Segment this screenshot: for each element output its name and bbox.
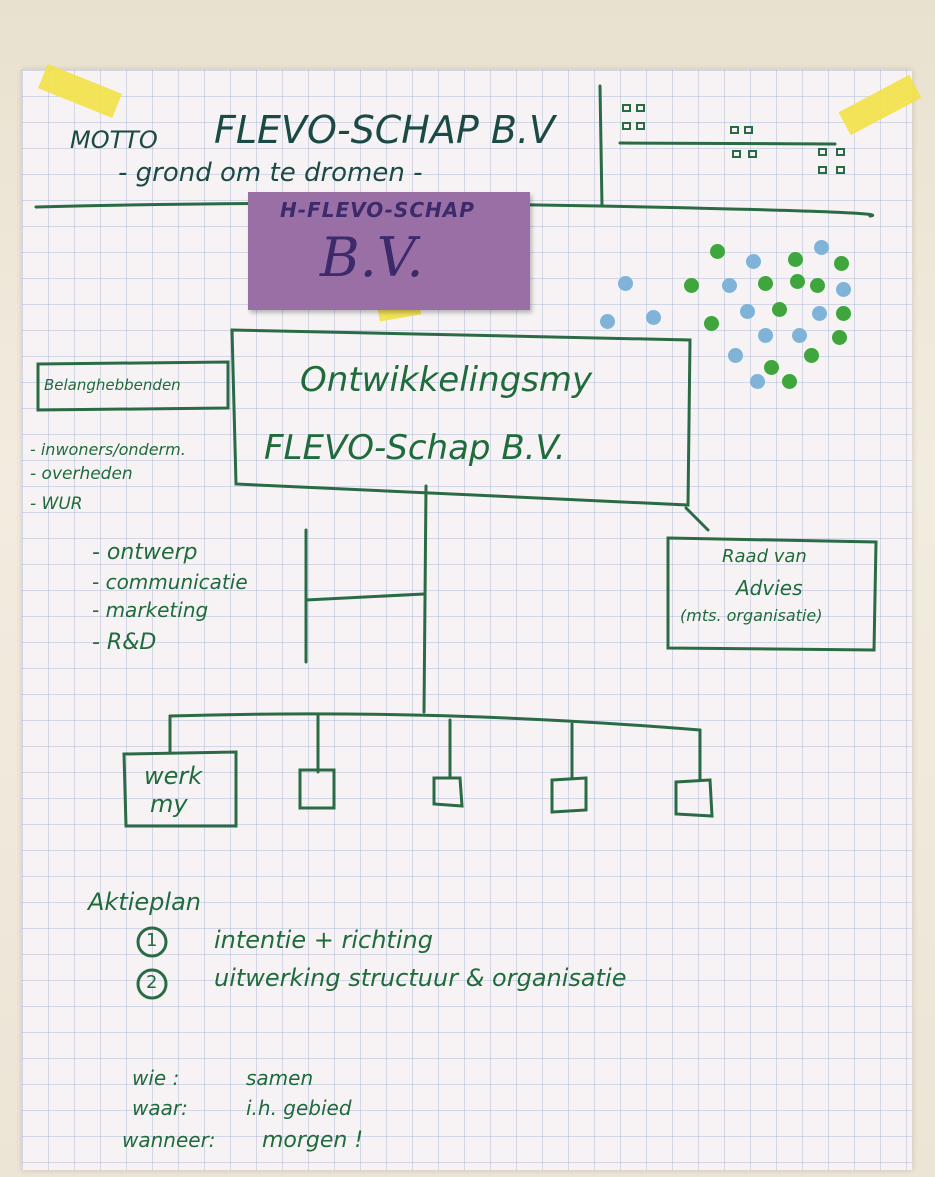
motto-label: MOTTO	[70, 126, 158, 154]
advice-line2: Advies	[736, 576, 803, 600]
when-value: morgen !	[262, 1128, 364, 1153]
sticky-note: H-FLEVO-SCHAP B.V.	[248, 192, 530, 310]
staff-item: - communicatie	[92, 570, 248, 594]
werk-line1: werk	[144, 762, 203, 790]
motto-subtitle: - grond om te dromen -	[118, 158, 423, 188]
main-box-line2: FLEVO-Schap B.V.	[264, 428, 566, 468]
werk-line2: my	[150, 790, 188, 818]
sticky-line1: H-FLEVO-SCHAP	[280, 198, 475, 222]
plan-num-2: 2	[146, 972, 158, 993]
plan-num-1: 1	[146, 930, 158, 951]
who-value: samen	[246, 1066, 314, 1090]
advice-line1: Raad van	[722, 546, 807, 567]
who-label: wie :	[132, 1066, 180, 1090]
staff-item: - R&D	[92, 630, 157, 655]
motto-title: FLEVO-SCHAP B.V	[214, 108, 556, 152]
where-label: waar:	[132, 1096, 188, 1120]
stakeholder-item: - WUR	[30, 494, 83, 514]
sticky-line2: B.V.	[320, 226, 424, 289]
staff-item: - marketing	[92, 598, 209, 622]
plan-item-2: uitwerking structuur & organisatie	[214, 964, 627, 992]
where-value: i.h. gebied	[246, 1096, 352, 1120]
stakeholder-item: - inwoners/onderm.	[30, 440, 186, 459]
plan-item-1: intentie + richting	[214, 926, 433, 954]
advice-line3: (mts. organisatie)	[680, 606, 823, 625]
stakeholders-title: Belanghebbenden	[44, 376, 181, 394]
staff-item: - ontwerp	[92, 540, 198, 565]
stakeholder-item: - overheden	[30, 464, 133, 484]
plan-title: Aktieplan	[88, 888, 201, 916]
when-label: wanneer:	[122, 1128, 216, 1152]
main-box-line1: Ontwikkelingsmy	[300, 360, 593, 400]
